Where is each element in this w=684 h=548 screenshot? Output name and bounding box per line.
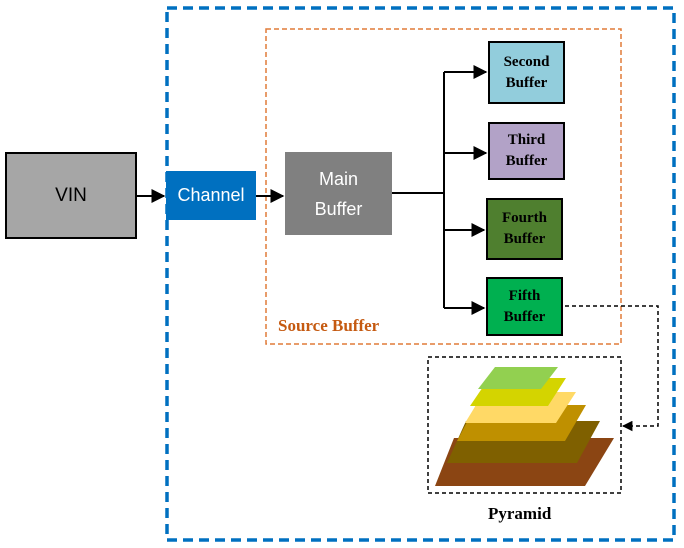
channel-label: Channel bbox=[177, 185, 245, 205]
pyramid-label: Pyramid bbox=[488, 504, 552, 523]
source-buffer-group bbox=[265, 28, 622, 345]
third-buffer-label-line2: Buffer bbox=[505, 153, 548, 169]
second-buffer-label-line1: Second bbox=[503, 53, 550, 70]
fourth-buffer-label-line1: Fourth bbox=[502, 210, 547, 226]
source-buffer-label: Source Buffer bbox=[278, 316, 380, 335]
main-buffer-label-line1: Main bbox=[318, 168, 358, 189]
outer-boundary bbox=[165, 6, 676, 542]
fifth-buffer-label-line2: Buffer bbox=[503, 308, 546, 325]
fifth-buffer-label-line1: Fifth bbox=[508, 287, 541, 304]
main-buffer-label-line2: Buffer bbox=[314, 198, 363, 219]
vin-label: VIN bbox=[55, 184, 87, 206]
second-buffer-label-line2: Buffer bbox=[505, 74, 548, 91]
third-buffer-label-line1: Third bbox=[507, 132, 546, 148]
pyramid-group bbox=[427, 356, 622, 494]
second-buffer-node: Second Buffer bbox=[488, 41, 565, 104]
fourth-buffer-label-line2: Buffer bbox=[503, 231, 546, 247]
pyramid-layer bbox=[478, 367, 558, 389]
fourth-buffer-node: Fourth Buffer bbox=[486, 198, 563, 260]
channel-node: Channel bbox=[166, 171, 256, 220]
fifth-buffer-node: Fifth Buffer bbox=[486, 277, 563, 336]
third-buffer-node: Third Buffer bbox=[488, 122, 565, 180]
vin-node: VIN bbox=[5, 152, 137, 239]
main-buffer-node: Main Buffer bbox=[285, 152, 392, 235]
pyramid-stack bbox=[435, 367, 614, 486]
